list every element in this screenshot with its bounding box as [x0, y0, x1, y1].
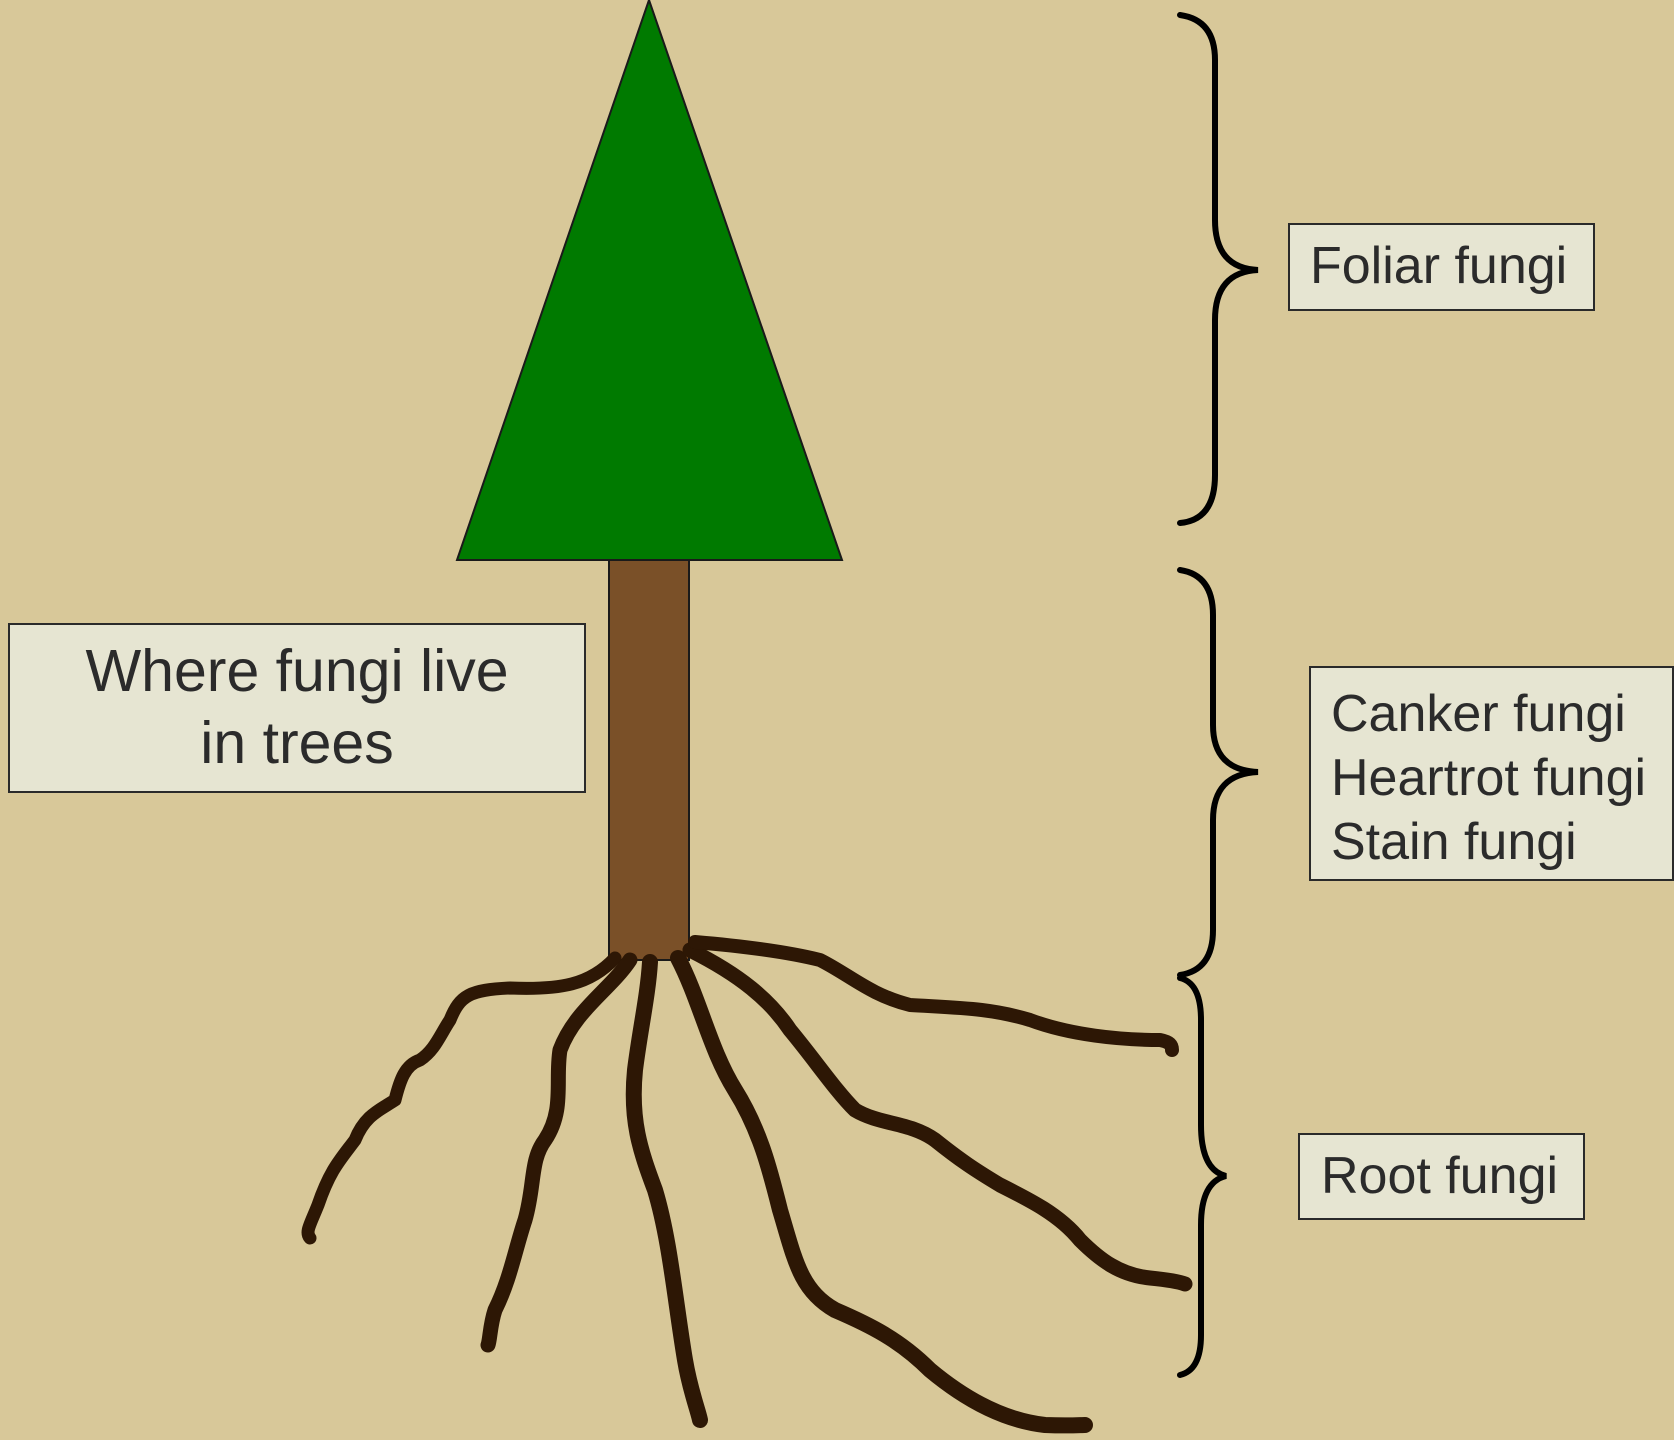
trunk-zone-label: Canker fungi Heartrot fungi Stain fungi: [1309, 666, 1674, 881]
roots-zone-label: Root fungi: [1298, 1133, 1585, 1220]
root-left: [488, 960, 630, 1345]
foliar-fungi-label: Foliar fungi: [1310, 236, 1593, 296]
crown-bracket: [1180, 15, 1258, 523]
title-line-2: in trees: [10, 707, 584, 779]
root-fungi-label: Root fungi: [1321, 1146, 1583, 1206]
stain-fungi-label: Stain fungi: [1331, 810, 1672, 874]
tree-roots: [308, 942, 1185, 1425]
root-center: [634, 962, 700, 1420]
canker-fungi-label: Canker fungi: [1331, 682, 1672, 746]
trunk-bracket: [1180, 570, 1258, 975]
heartrot-fungi-label: Heartrot fungi: [1331, 746, 1672, 810]
tree-trunk: [609, 560, 689, 960]
bracket-group: [1180, 15, 1258, 1375]
title-box: Where fungi live in trees: [8, 623, 586, 793]
roots-bracket: [1180, 978, 1226, 1375]
tree-crown: [457, 0, 842, 560]
title-line-1: Where fungi live: [10, 635, 584, 707]
crown-zone-label: Foliar fungi: [1288, 223, 1595, 311]
root-far-left: [308, 958, 615, 1238]
